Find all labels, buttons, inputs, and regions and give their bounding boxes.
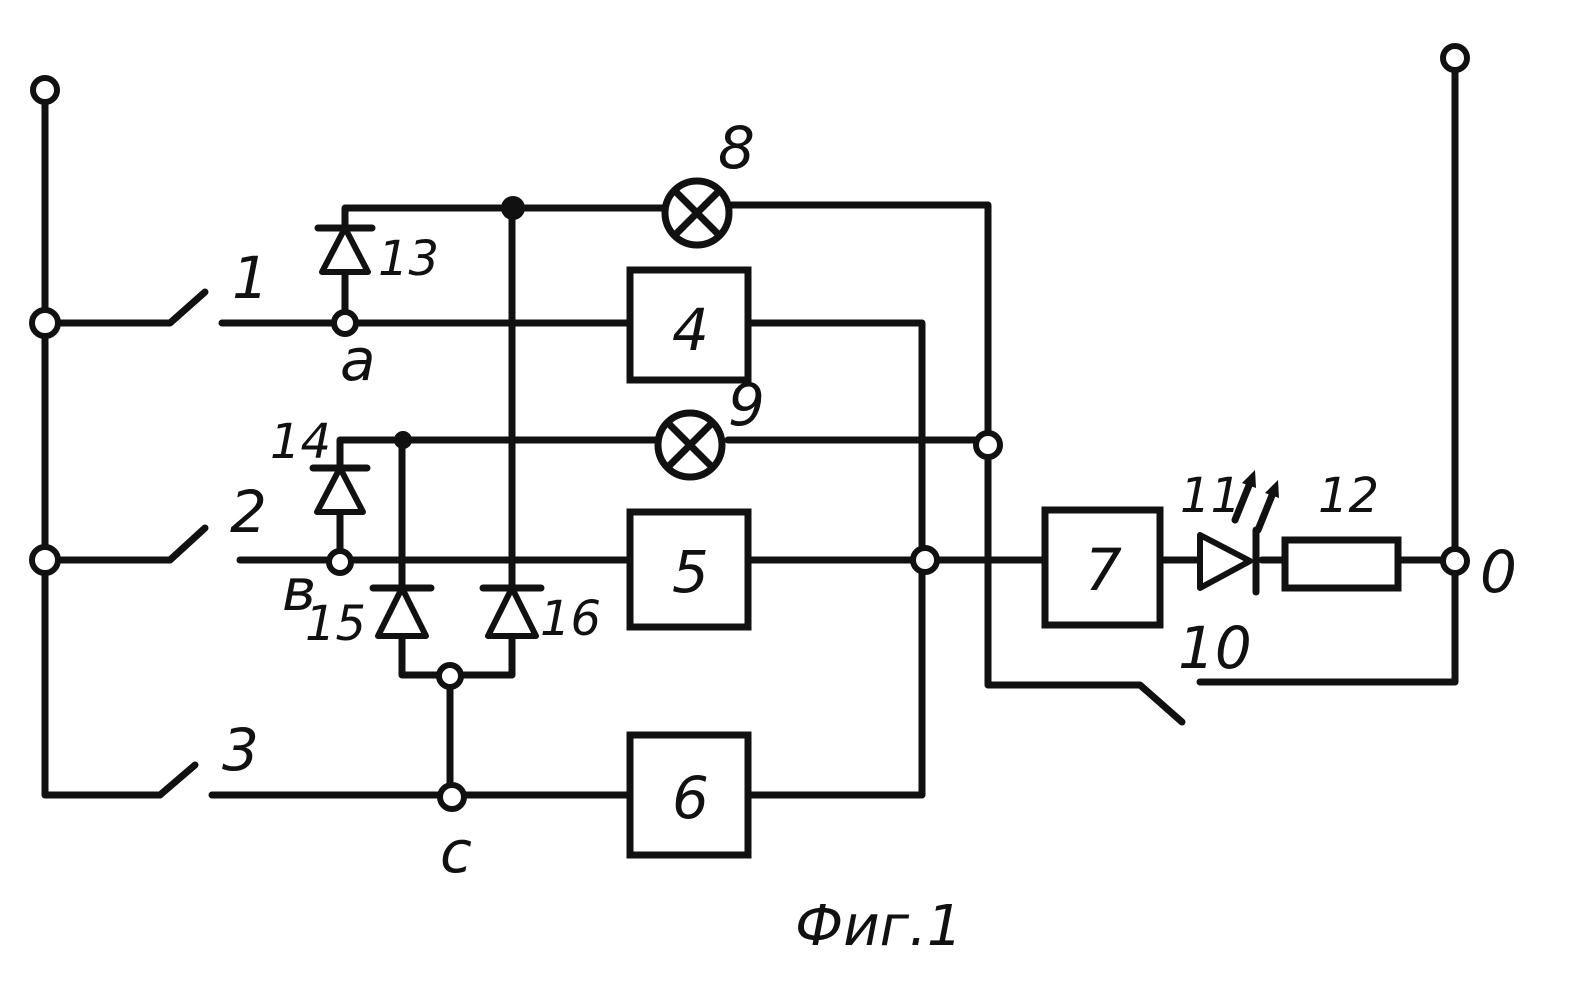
- label-switch-10: 10: [1178, 614, 1252, 682]
- label-lamp-8: 8: [718, 114, 755, 182]
- switch-2-blade: [45, 528, 205, 560]
- label-node-o: 0: [1480, 538, 1517, 606]
- lamp-8: [665, 181, 729, 245]
- label-resistor-12: 12: [1318, 468, 1379, 524]
- label-node-c: c: [440, 818, 472, 886]
- label-lamp-9: 9: [728, 371, 765, 439]
- terminal-row-2: [32, 547, 58, 573]
- terminal-o: [1443, 549, 1467, 573]
- lamp-9: [658, 413, 722, 477]
- node-lamp-9: [976, 433, 1000, 457]
- figure-caption: Фиг.1: [795, 894, 962, 959]
- node-collector: [913, 548, 937, 572]
- diode-16: [483, 588, 541, 636]
- label-switch-2: 2: [230, 478, 267, 546]
- label-diode-14: 14: [270, 414, 331, 470]
- diode-15: [373, 588, 431, 636]
- switch-3-blade: [160, 765, 195, 795]
- terminal-row-1: [32, 310, 58, 336]
- switch-1-blade: [45, 292, 205, 323]
- left-bus-wire: [45, 100, 160, 795]
- diode-14-branch: [340, 440, 658, 560]
- junction-top: [501, 196, 525, 220]
- node-c: [440, 785, 464, 809]
- junction-mid: [394, 431, 412, 449]
- terminal-top-right: [1443, 46, 1467, 70]
- label-node-a: a: [340, 326, 376, 394]
- resistor-12: [1285, 540, 1398, 588]
- diode-14: [313, 468, 367, 512]
- label-diode-13: 13: [378, 231, 439, 287]
- label-switch-1: 1: [232, 244, 269, 312]
- label-node-b: в: [282, 556, 316, 624]
- node-b: [329, 551, 351, 573]
- node-c-upper: [439, 665, 461, 687]
- label-block-4: 4: [672, 296, 709, 364]
- diode-13: [318, 228, 372, 272]
- label-led-11: 11: [1180, 468, 1241, 524]
- terminal-top-left: [33, 78, 57, 102]
- label-block-5: 5: [672, 538, 709, 606]
- label-switch-3: 3: [222, 716, 259, 784]
- label-block-6: 6: [672, 764, 709, 832]
- label-diode-16: 16: [540, 591, 601, 647]
- label-block-7: 7: [1085, 536, 1122, 604]
